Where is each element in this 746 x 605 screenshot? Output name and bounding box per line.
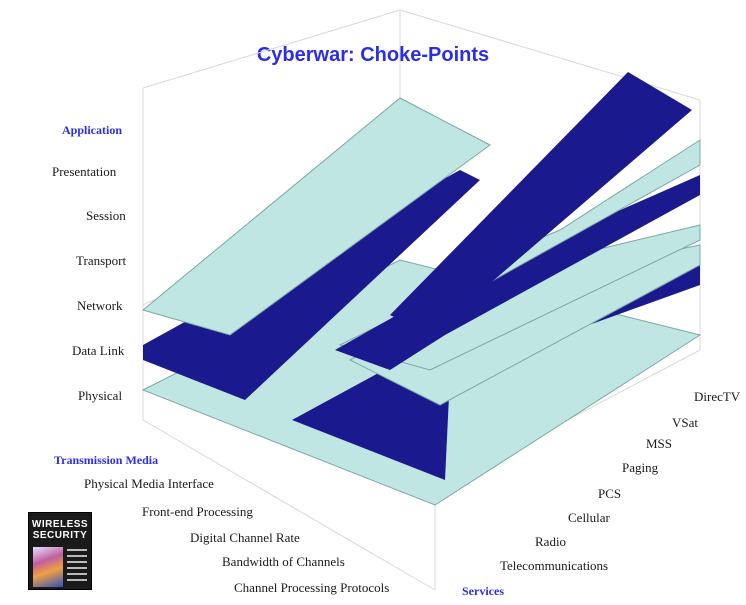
- axis-label-service: PCS: [598, 486, 621, 501]
- axis-label-layer: Presentation: [52, 164, 117, 179]
- axis-label-service: Cellular: [568, 510, 611, 525]
- axis-label-layer: Transport: [76, 253, 126, 268]
- axis-label-application: Application: [62, 123, 122, 137]
- axis-label-service: MSS: [646, 436, 672, 451]
- axis-label-layer: Physical: [78, 388, 122, 403]
- axis-label-service: Radio: [535, 534, 566, 549]
- axis-label-service: Telecommunications: [500, 558, 608, 573]
- axis-label-media: Bandwidth of Channels: [222, 554, 345, 569]
- axis-label-service: DirecTV: [694, 389, 741, 404]
- choke-bar-data-link: [143, 170, 480, 400]
- book-cover-art: [33, 547, 63, 587]
- axis-label-media: Channel Processing Protocols: [234, 580, 389, 595]
- axis-label-layer: Data Link: [72, 343, 125, 358]
- choke-bar-top: [390, 72, 692, 335]
- axis-label-media: Physical Media Interface: [84, 476, 214, 491]
- diagram-title: Cyberwar: Choke-Points: [256, 44, 490, 66]
- plane-top-left: [141, 97, 491, 336]
- axis-label-layer: Network: [77, 298, 123, 313]
- axis-label-media: Front-end Processing: [142, 504, 253, 519]
- book-cover-lines: [67, 549, 87, 583]
- axis-label-services: Services: [462, 584, 504, 598]
- axis-label-transmission-media: Transmission Media: [54, 453, 158, 467]
- axis-label-media: Digital Channel Rate: [190, 530, 300, 545]
- book-cover-line2: SECURITY: [32, 530, 88, 541]
- axis-label-layer: Session: [86, 208, 126, 223]
- axis-label-service: VSat: [672, 415, 698, 430]
- book-cover-image: WIRELESS SECURITY: [28, 512, 92, 590]
- book-cover-line1: WIRELESS: [31, 519, 89, 530]
- axis-label-service: Paging: [622, 460, 659, 475]
